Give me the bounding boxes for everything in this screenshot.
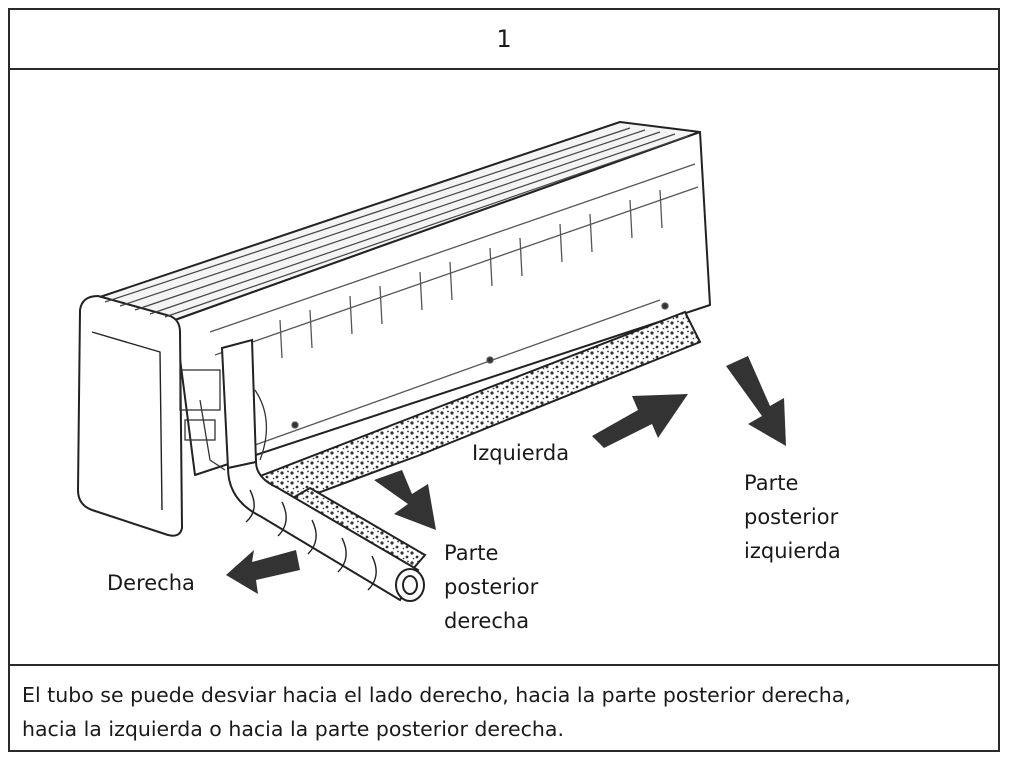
drain-pipe [220, 338, 425, 602]
label-parte-posterior-izquierda: Parte posterior izquierda [744, 466, 841, 568]
label-derecha: Derecha [107, 571, 195, 595]
label-line: izquierda [744, 539, 841, 563]
top-grille [104, 127, 689, 318]
label-line: posterior [744, 505, 839, 529]
caption-line-1: El tubo se puede desviar hacia el lado d… [22, 683, 851, 707]
label-izquierda: Izquierda [472, 441, 570, 465]
side-details [179, 369, 268, 471]
caption: El tubo se puede desviar hacia el lado d… [22, 678, 982, 746]
air-conditioner-unit-illustration [77, 121, 786, 602]
pipe-tape-bands [245, 489, 377, 591]
label-line: derecha [444, 609, 530, 633]
arrow-right-icon [592, 394, 688, 448]
step-number: 1 [10, 10, 998, 70]
arrow-down-right-icon [374, 470, 436, 530]
unit-body [77, 121, 711, 537]
label-line: posterior [444, 575, 539, 599]
rear-ribs [209, 163, 699, 446]
caption-line-2: hacia la izquierda o hacia la parte post… [22, 717, 564, 741]
label-line: Parte [444, 541, 499, 565]
label-parte-posterior-derecha: Parte posterior derecha [444, 536, 538, 638]
instruction-panel: 1 [8, 8, 1000, 752]
figure-area: Derecha Parte posterior derecha Izquierd… [10, 70, 998, 666]
label-line: Parte [744, 471, 799, 495]
arrow-down-right-icon [726, 356, 786, 446]
arrow-left-icon [226, 550, 300, 594]
